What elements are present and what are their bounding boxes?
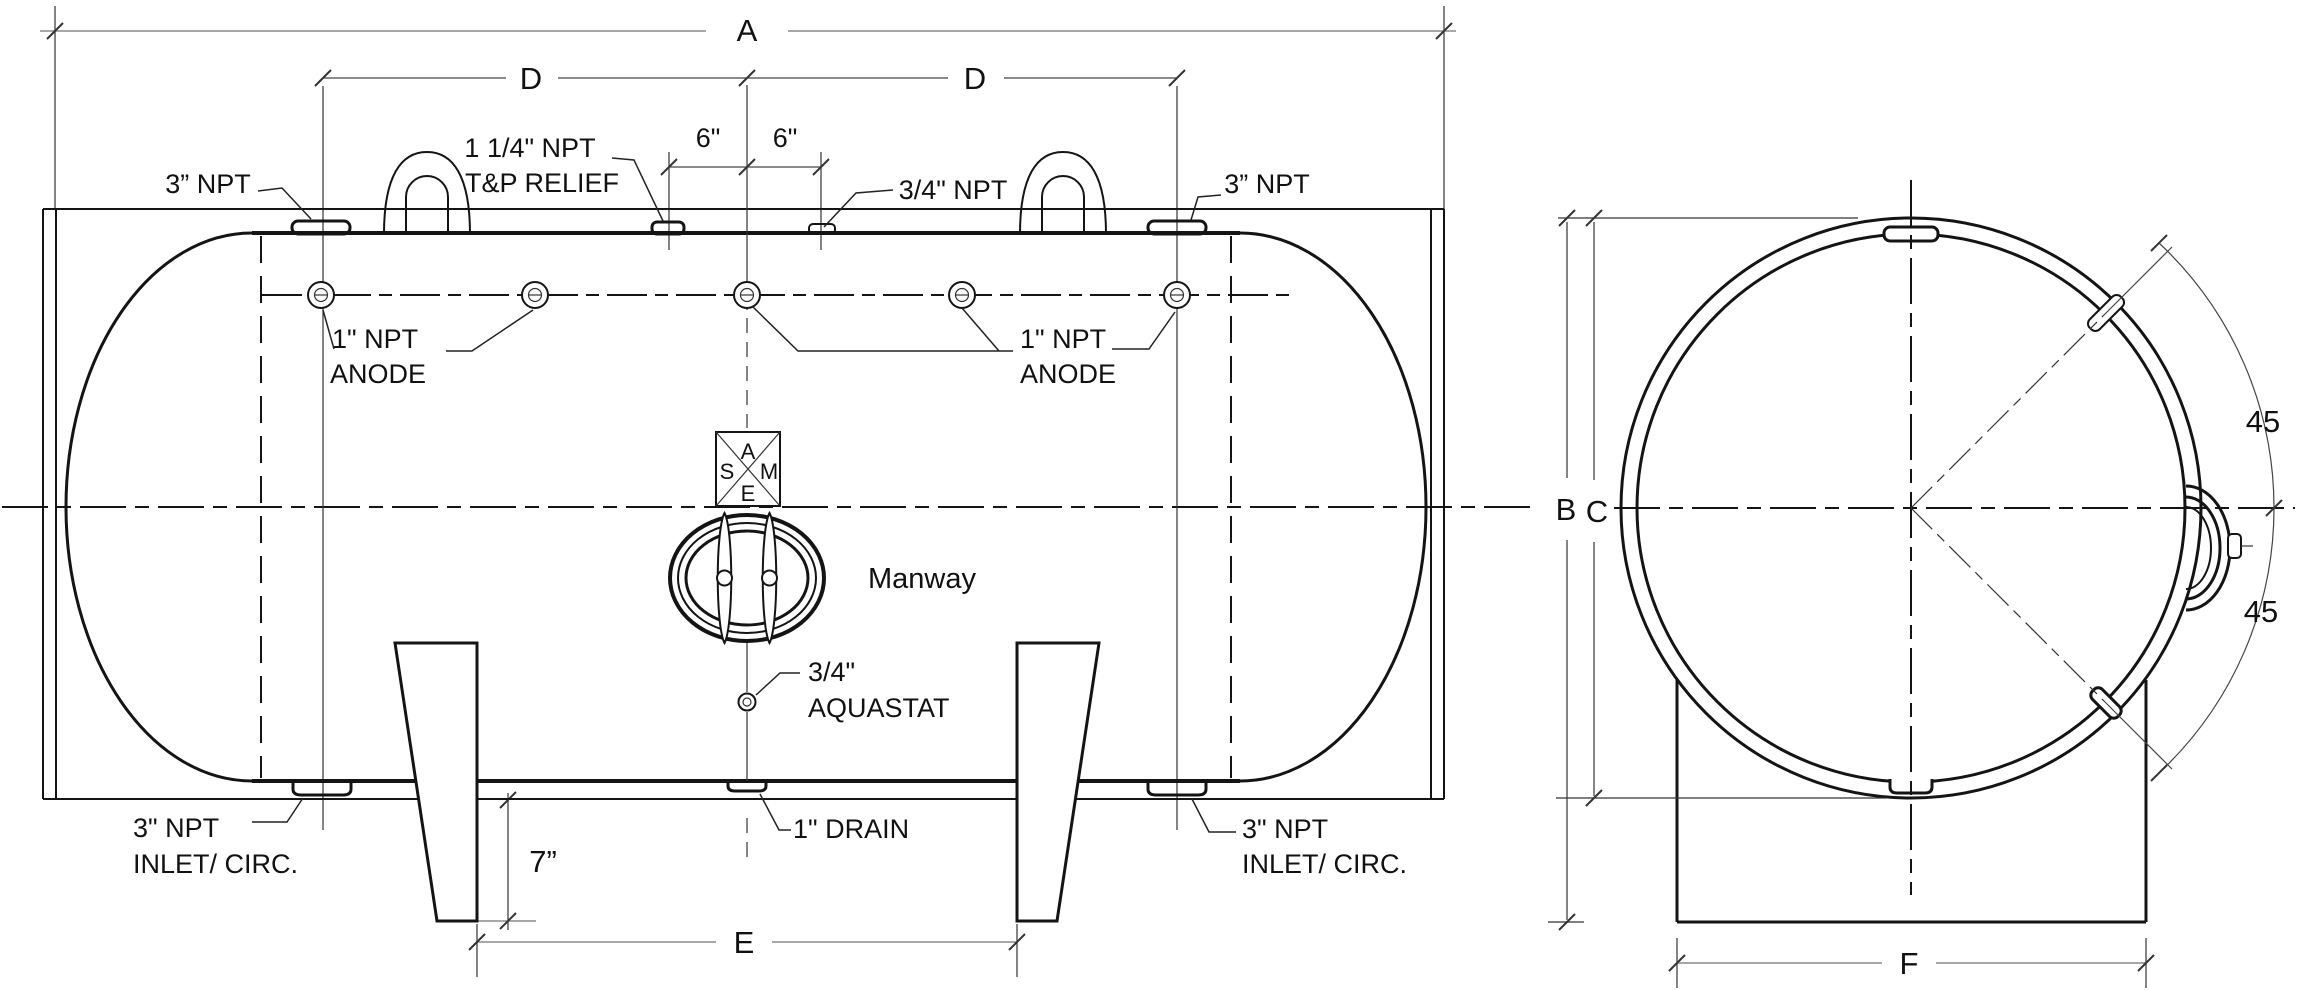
right-head [1239,231,1428,783]
aquastat-label-1: 3/4" [808,657,855,687]
anode-right-label-1: 1" NPT [1020,324,1106,354]
anode-left-label-2: ANODE [330,359,426,389]
dim-f-label: F [1900,946,1919,981]
diagonal-centerlines [1910,313,2106,703]
npt3-fitting-right [1146,219,1208,236]
anode-right-label-2: ANODE [1020,359,1116,389]
manway-front [668,510,826,646]
leader-lines [252,157,1236,833]
dim-d-right-label: D [964,61,986,96]
manway-bolt-right [761,569,778,587]
tp-relief-label-1: 1 1/4" NPT [464,133,595,163]
dim-e-label: E [734,925,755,960]
anode-1 [307,281,335,309]
tp-relief-fitting [650,220,686,236]
asme-letter-a: A [741,439,756,464]
anode-fittings [307,281,1191,309]
lifting-lug-right-outer [1019,150,1107,235]
dim-b-label: B [1556,492,1577,527]
npt3-top-right-label: 3” NPT [1224,169,1310,199]
npt3-fitting-left [290,219,352,236]
angle-45-lower-label: 45 [2244,594,2278,629]
aquastat-fitting [737,692,757,712]
npt34-fitting [808,223,836,235]
bottom-fittings [291,781,1208,797]
dim-6-right-label: 6" [773,123,798,153]
inlet-right-label-2: INLET/ CIRC. [1242,849,1407,879]
angle-extension-lines [2104,246,2173,770]
inlet-right-label-1: 3" NPT [1242,814,1328,844]
npt3-top-left-label: 3” NPT [165,169,251,199]
asme-stamp-icon: A S M E [715,431,781,507]
inlet-left-label-2: INLET/ CIRC. [133,849,298,879]
front-view: A S M E [2,6,1532,977]
drain-fitting [726,781,768,793]
stand [1675,680,2148,924]
anode-5 [1163,281,1191,309]
anode-3 [733,281,761,309]
aquastat-label-2: AQUASTAT [808,693,950,723]
inlet-left-label-1: 3" NPT [133,813,219,843]
angle-arc-ticks [2150,234,2283,782]
asme-letter-s: S [720,459,735,484]
tp-relief-label-2: T&P RELIEF [465,168,619,198]
end-dimension-lines [1548,209,2155,988]
manway-bolt-left [716,569,733,587]
drain-label: 1" DRAIN [793,814,909,844]
npt34-label: 3/4" NPT [899,175,1008,205]
manway-label: Manway [868,563,976,595]
dim-d-left-label: D [520,61,542,96]
asme-letter-m: M [760,459,778,484]
right-leg [1015,641,1101,923]
inlet-fitting-right [1146,781,1208,797]
anode-2 [521,281,549,309]
anode-left-label-1: 1" NPT [332,324,418,354]
angle-45-upper-label: 45 [2246,404,2280,439]
dim-6-left-label: 6" [696,123,721,153]
dim-a-label: A [737,13,758,48]
support-legs [393,641,1101,923]
lifting-lug-left-inner [405,175,449,234]
end-view: B C 45 45 F [1548,180,2295,988]
manway-side-profile [2185,484,2253,612]
tank-jacket [42,208,1445,800]
lifting-lug-left-outer [383,150,471,235]
inlet-fitting-left [291,781,353,797]
left-head [64,231,253,783]
dim-c-label: C [1586,494,1608,529]
left-leg [393,641,479,923]
dim-7-label: 7” [529,844,557,879]
top-fittings [290,150,1208,236]
anode-4 [948,281,976,309]
asme-letter-e: E [741,481,756,506]
lifting-lug-right-inner [1041,175,1085,234]
